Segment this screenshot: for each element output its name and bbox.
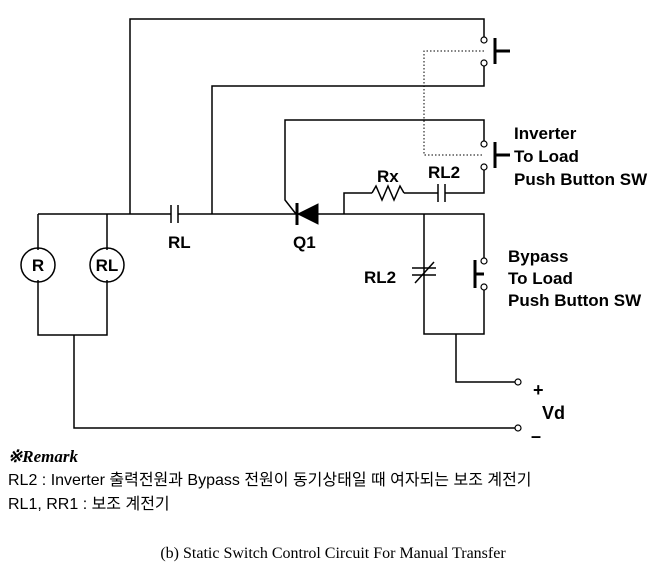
- bypass-sw-line3: Push Button SW: [508, 291, 642, 310]
- feeder-second: [211, 66, 485, 214]
- bypass-push-button: [473, 257, 488, 291]
- rl2-wire: [445, 170, 485, 194]
- rx-branch: [343, 192, 372, 214]
- relay-r-label: R: [32, 256, 44, 275]
- q1-label: Q1: [293, 233, 316, 252]
- bypass-sw-line1: Bypass: [508, 247, 568, 266]
- inverter-push-button: [480, 140, 510, 171]
- vd-label: Vd: [542, 403, 565, 423]
- relay-coil-rl: RL: [89, 247, 125, 283]
- inverter-sw-line2: To Load: [514, 147, 579, 166]
- rl2-series-label: RL2: [428, 163, 460, 182]
- rl2-parallel-contact: [412, 261, 436, 284]
- mechanical-link: [423, 50, 484, 156]
- rl2-parallel-label: RL2: [364, 268, 396, 287]
- minus-label: –: [531, 426, 541, 440]
- bypass-sw-line2: To Load: [508, 269, 573, 288]
- output-line: [344, 213, 485, 258]
- remark-title: ※Remark: [8, 447, 78, 466]
- plus-label: +: [533, 380, 544, 400]
- vd-minus-terminal: [514, 424, 522, 432]
- vd-plus-wire: [455, 334, 515, 383]
- thyristor-q1: [284, 119, 485, 225]
- relay-coil-r: R: [20, 247, 56, 283]
- rl-contact: [170, 205, 179, 223]
- inverter-sw-line3: Push Button SW: [514, 170, 648, 189]
- top-push-button: [480, 36, 510, 67]
- relay-rl-label: RL: [96, 256, 119, 275]
- remark-line-1: RL2 : Inverter 출력전원과 Bypass 전원이 동기상태일 때 …: [8, 472, 532, 489]
- vd-plus-terminal: [514, 378, 522, 386]
- circle-coil-icon: [89, 247, 125, 283]
- relay-box: [37, 213, 515, 429]
- remark-line-2: RL1, RR1 : 보조 계전기: [8, 496, 170, 513]
- scr-icon: [296, 203, 319, 225]
- circuit-diagram: R RL RL Q1 Rx RL2: [20, 18, 648, 440]
- inverter-sw-line1: Inverter: [514, 124, 577, 143]
- circle-coil-icon: [20, 247, 56, 283]
- rl-contact-label: RL: [168, 233, 191, 252]
- rx-label: Rx: [377, 167, 399, 186]
- zigzag-resistor-icon: [371, 184, 405, 202]
- feeder-top: [129, 18, 485, 214]
- rl2-series-contact: [437, 184, 446, 202]
- figure-caption: (b) Static Switch Control Circuit For Ma…: [160, 545, 506, 562]
